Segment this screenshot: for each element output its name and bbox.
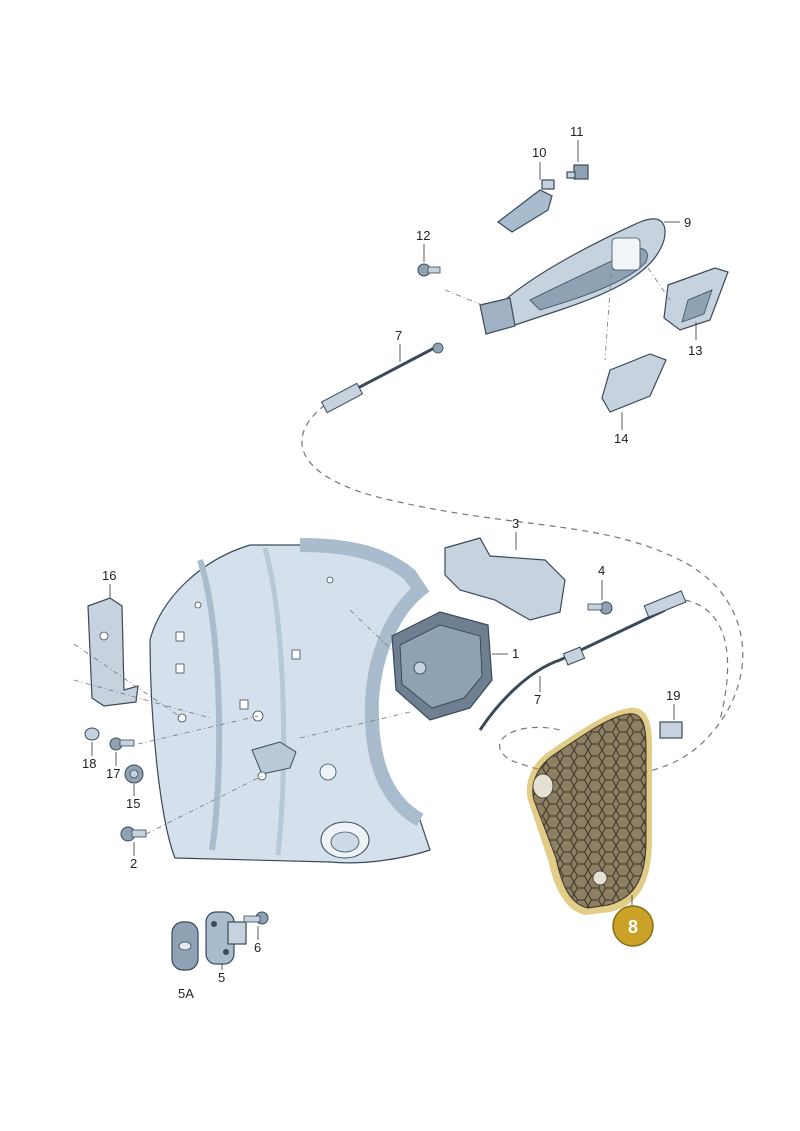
callout-5a: 5A — [178, 986, 194, 1001]
callout-13: 13 — [688, 343, 702, 358]
door-lock-part-1 — [391, 611, 493, 721]
screw-part-17 — [109, 737, 135, 751]
callout-7-lower: 7 — [534, 692, 541, 707]
cable-route-line — [301, 404, 744, 778]
callout-1: 1 — [512, 646, 519, 661]
callout-18: 18 — [82, 756, 96, 771]
callout-10: 10 — [532, 145, 546, 160]
screw-part-4 — [587, 601, 613, 615]
handle-bracket-part-10 — [496, 179, 555, 233]
screw-part-2 — [120, 826, 147, 842]
switch-part-13 — [663, 267, 729, 331]
striker-part-5 — [205, 911, 247, 965]
callout-7-upper: 7 — [395, 328, 402, 343]
striker-plate-part-5a — [171, 921, 199, 971]
highlight-badge-8: 8 — [612, 905, 654, 947]
cable-lower-part-7 — [478, 590, 687, 731]
callout-11: 11 — [570, 124, 584, 139]
callout-15: 15 — [126, 796, 140, 811]
cover-part-14 — [601, 353, 667, 413]
mounting-guide-lines — [73, 261, 671, 835]
screw-part-12 — [417, 263, 441, 277]
callout-17: 17 — [106, 766, 120, 781]
callout-3: 3 — [512, 516, 519, 531]
callout-16: 16 — [102, 568, 116, 583]
callout-12: 12 — [416, 228, 430, 243]
callout-9: 9 — [684, 215, 691, 230]
cable-upper-part-7 — [320, 342, 444, 414]
screw-part-6 — [243, 911, 269, 925]
connector-part-11 — [566, 164, 589, 180]
callout-14: 14 — [614, 431, 628, 446]
grommet-part-15 — [124, 764, 144, 784]
callout-leader-lines — [91, 140, 697, 970]
callout-6: 6 — [254, 940, 261, 955]
inner-door-handle — [479, 218, 666, 335]
lock-cover-part-3 — [444, 537, 566, 621]
callout-5: 5 — [218, 970, 225, 985]
cable-route-line-lower — [684, 599, 729, 721]
cover-part-16 — [87, 597, 139, 707]
sealing-membrane-part-8 — [526, 707, 652, 915]
callout-19: 19 — [666, 688, 680, 703]
door-inner-panel — [149, 538, 431, 864]
clip-part-18 — [84, 727, 100, 741]
callout-4: 4 — [598, 563, 605, 578]
callout-8: 8 — [628, 917, 638, 937]
clip-part-19 — [659, 721, 683, 739]
callout-2: 2 — [130, 856, 137, 871]
